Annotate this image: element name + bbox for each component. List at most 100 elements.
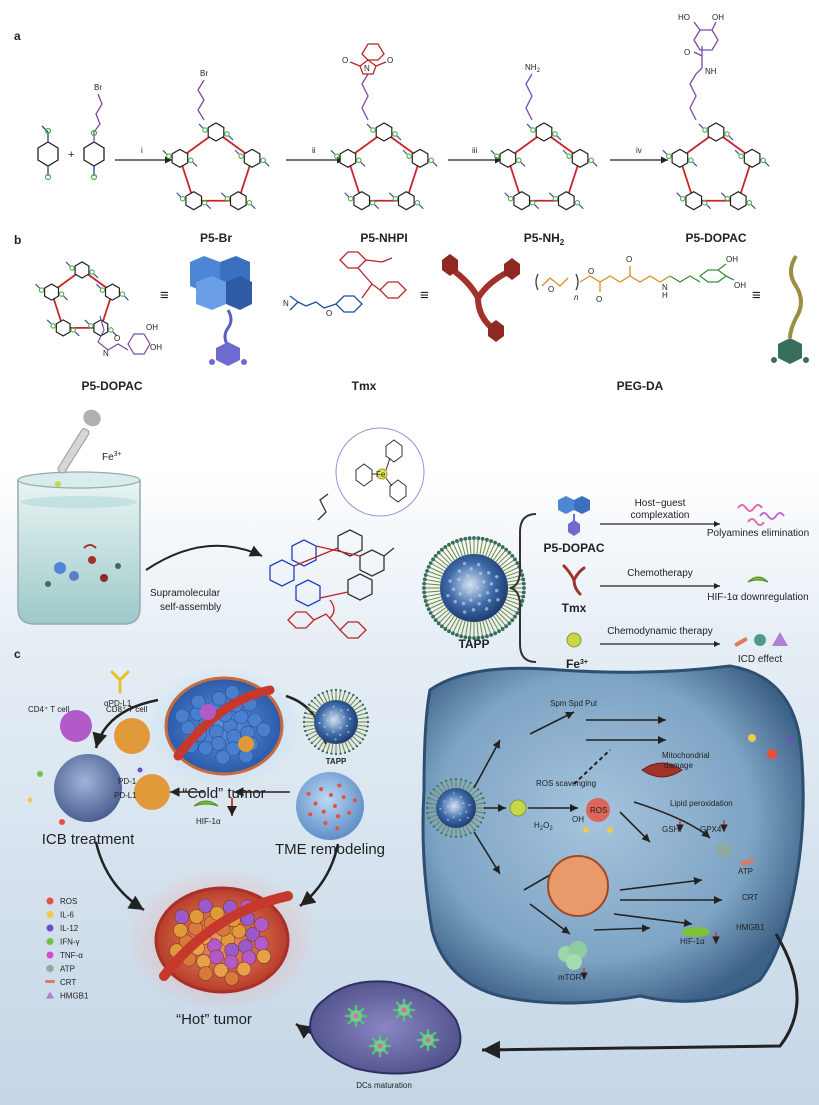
tme-dot xyxy=(332,804,337,808)
oh-label: OH xyxy=(572,815,584,824)
peg-n: N xyxy=(662,283,668,292)
p5-br-br-atom: Br xyxy=(200,69,208,78)
compound-p5-dopac: P5-DOPAC xyxy=(685,231,746,245)
icb-label: ICB treatment xyxy=(42,831,135,848)
dc-blob xyxy=(308,980,462,1075)
assembly-label-1: Supramolecular xyxy=(150,588,221,599)
tmx-cartoon xyxy=(442,254,520,342)
peg-o3: O xyxy=(596,295,602,304)
p5-dopac-cartoon xyxy=(190,256,252,366)
agent-icon-fe xyxy=(566,632,582,648)
dc-cell xyxy=(392,998,416,1022)
pdl1-label: PD-L1 xyxy=(114,791,137,800)
panel-a-label: a xyxy=(14,29,21,43)
hif-left-icon xyxy=(193,800,219,807)
step-i: i xyxy=(141,146,143,155)
tmx-n-atom: N xyxy=(283,299,289,308)
fe-ion-cell xyxy=(509,799,527,817)
p5-nh2-amine-label: NH2 xyxy=(525,63,541,74)
tme-dot xyxy=(335,814,340,819)
peg-o4: O xyxy=(626,255,632,264)
mito-label-1: Mitochondrial xyxy=(662,751,710,760)
p5-dopac-b-n: N xyxy=(103,349,109,358)
peg-oh1: OH xyxy=(726,255,738,264)
row-1-agent: P5-DOPAC xyxy=(543,541,604,555)
tme-dots xyxy=(306,783,357,831)
atp-label: ATP xyxy=(738,867,753,876)
legend-item: IL-12 xyxy=(46,924,79,933)
tme-sphere xyxy=(296,772,364,840)
down-arrows xyxy=(580,820,728,980)
p5-nhpi-o-left: O xyxy=(342,56,348,65)
tapp-nanoparticle xyxy=(422,536,526,640)
mtor-label: mTOR xyxy=(558,973,582,982)
tapp-small-label: TAPP xyxy=(326,757,347,766)
dc-cells xyxy=(344,998,440,1058)
macrocycle-p5-nhpi xyxy=(330,122,438,211)
macrocycle-b xyxy=(35,261,129,337)
equiv-1: ≡ xyxy=(160,287,169,304)
equiv-3: ≡ xyxy=(752,287,761,304)
hmgb1-label: HMGB1 xyxy=(736,923,765,932)
ros-burst xyxy=(583,798,613,833)
mtor-blob xyxy=(558,941,587,970)
gpx4-label: GPX4 xyxy=(700,825,722,834)
legend-label: HMGB1 xyxy=(60,992,89,1001)
row-2-effect: HIF-1α downregulation xyxy=(707,592,808,603)
assembly-label-2: self-assembly xyxy=(160,602,221,613)
cell-arrows xyxy=(473,711,722,935)
tme-dot xyxy=(319,787,324,792)
legend-swatch xyxy=(46,938,54,945)
compound-p5-br: P5-Br xyxy=(200,231,232,245)
legend-item: TNF-α xyxy=(46,951,83,960)
polyamine-icon xyxy=(737,504,785,526)
p5-nhpi-n-atom: N xyxy=(364,64,370,73)
p5-nhpi-o-right: O xyxy=(387,56,393,65)
icb-cluster xyxy=(27,710,170,825)
tmx-o-atom: O xyxy=(326,309,332,318)
p5-dopac-sidechain xyxy=(689,21,719,121)
legend-label: ATP xyxy=(60,965,75,974)
ros-cell-label: ROS xyxy=(590,806,607,815)
tme-dot xyxy=(341,795,346,800)
peg-o1: O xyxy=(548,285,554,294)
fe-complex-inset xyxy=(335,427,425,517)
p5-br-sidechain xyxy=(197,79,205,121)
antibody-icon xyxy=(110,670,130,694)
step-ii: ii xyxy=(312,146,316,155)
h2o2-label: H2O2 xyxy=(534,821,553,832)
hot-tumor-label: “Hot” tumor xyxy=(176,1011,252,1028)
tme-dot xyxy=(337,783,342,788)
apdl1-label: αPD-L1 xyxy=(104,699,132,708)
spm-spd-put-label: Spm Spd Put xyxy=(550,699,598,708)
icd-icons xyxy=(734,632,788,647)
legend-swatch xyxy=(46,924,54,932)
equiv-2: ≡ xyxy=(420,287,429,304)
row-2-agent: Tmx xyxy=(562,601,587,615)
hif-cell-icon xyxy=(682,927,710,937)
name-p5-dopac: P5-DOPAC xyxy=(81,379,142,393)
cold-tumor xyxy=(164,676,284,776)
agent-icon-tmx xyxy=(562,564,586,596)
tmx-structure xyxy=(289,251,407,313)
peg-o2: O xyxy=(588,267,594,276)
legend-item: HMGB1 xyxy=(46,991,89,1001)
tapp-sphere xyxy=(422,536,526,640)
p5-dopac-oh: OH xyxy=(712,13,724,22)
tme-dot xyxy=(328,793,333,798)
compound-p5-nh2: P5-NH2 xyxy=(524,231,565,247)
legend-label: CRT xyxy=(60,978,76,987)
dc-cell xyxy=(368,1034,392,1058)
row-3-agent: Fe3+ xyxy=(566,657,588,671)
dashed-inhibit xyxy=(573,749,611,785)
hot-tumor xyxy=(154,886,293,994)
dc-label: DCs maturation xyxy=(356,1081,412,1090)
p5-dopac-o: O xyxy=(684,48,690,57)
p5-dopac-structure xyxy=(35,261,129,337)
p5-dopac-b-tail xyxy=(97,315,151,355)
pd1-label: PD-1 xyxy=(118,777,137,786)
plus-sign: + xyxy=(68,149,74,161)
pillararene-macrocycles xyxy=(162,122,770,211)
peg-da-structure xyxy=(535,263,735,292)
